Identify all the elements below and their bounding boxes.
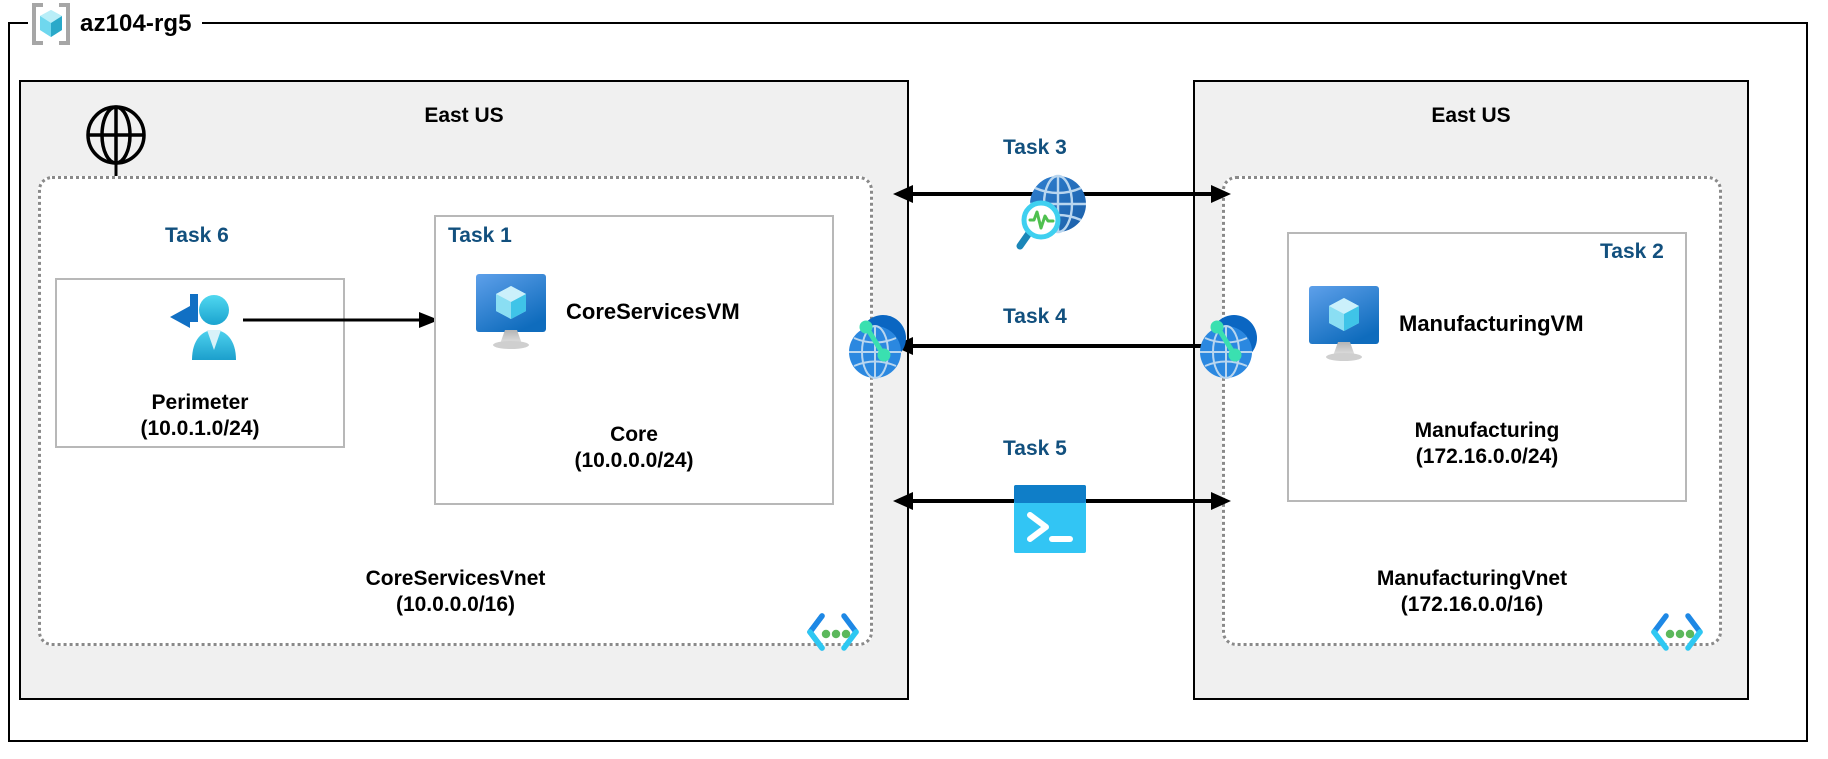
- connector-task-4: [893, 334, 1231, 358]
- vnet-peering-code-icon: [1650, 610, 1704, 654]
- vnet-peering-code-icon: [806, 610, 860, 654]
- task-label-6: Task 6: [165, 224, 229, 247]
- subnet-manufacturing: [1287, 232, 1687, 502]
- vm-core-services: CoreServicesVM: [472, 272, 740, 352]
- vnet-peering-globe-icon: [1194, 310, 1270, 386]
- subnet-manufacturing-label: Manufacturing (172.16.0.0/24): [1414, 419, 1560, 469]
- vnet-peering-globe-icon: [843, 310, 919, 386]
- region-title-right: East US: [1431, 104, 1511, 127]
- vnet-core-label: CoreServicesVnet (10.0.0.0/16): [365, 567, 546, 617]
- region-title-left: East US: [424, 104, 504, 127]
- task-label-2: Task 2: [1600, 240, 1664, 263]
- globe-internet-icon: [85, 104, 147, 166]
- task-label-1: Task 1: [448, 224, 512, 247]
- vm-manufacturing: ManufacturingVM: [1305, 284, 1584, 364]
- vnet-manufacturing-label: ManufacturingVnet (172.16.0.0/16): [1376, 567, 1568, 617]
- task-label-3: Task 3: [1003, 136, 1067, 159]
- subnet-core: [434, 215, 834, 505]
- virtual-machine-icon: [472, 272, 550, 352]
- task-label-5: Task 5: [1003, 437, 1067, 460]
- connector-perimeter-to-core: [243, 305, 443, 335]
- vm-core-services-name: CoreServicesVM: [566, 299, 740, 324]
- cloud-shell-terminal-icon: [1012, 483, 1088, 555]
- resource-group-name: az104-rg5: [80, 10, 192, 37]
- virtual-machine-icon: [1305, 284, 1383, 364]
- resource-group-header: az104-rg5: [28, 0, 202, 48]
- task-label-4: Task 4: [1003, 305, 1067, 328]
- bastion-user-icon: [160, 284, 246, 370]
- resource-group-cube-icon: [28, 1, 74, 47]
- network-watcher-icon: [1012, 170, 1096, 254]
- subnet-core-label: Core (10.0.0.0/24): [574, 423, 694, 473]
- subnet-perimeter-label: Perimeter (10.0.1.0/24): [140, 391, 260, 441]
- vm-manufacturing-name: ManufacturingVM: [1399, 311, 1584, 336]
